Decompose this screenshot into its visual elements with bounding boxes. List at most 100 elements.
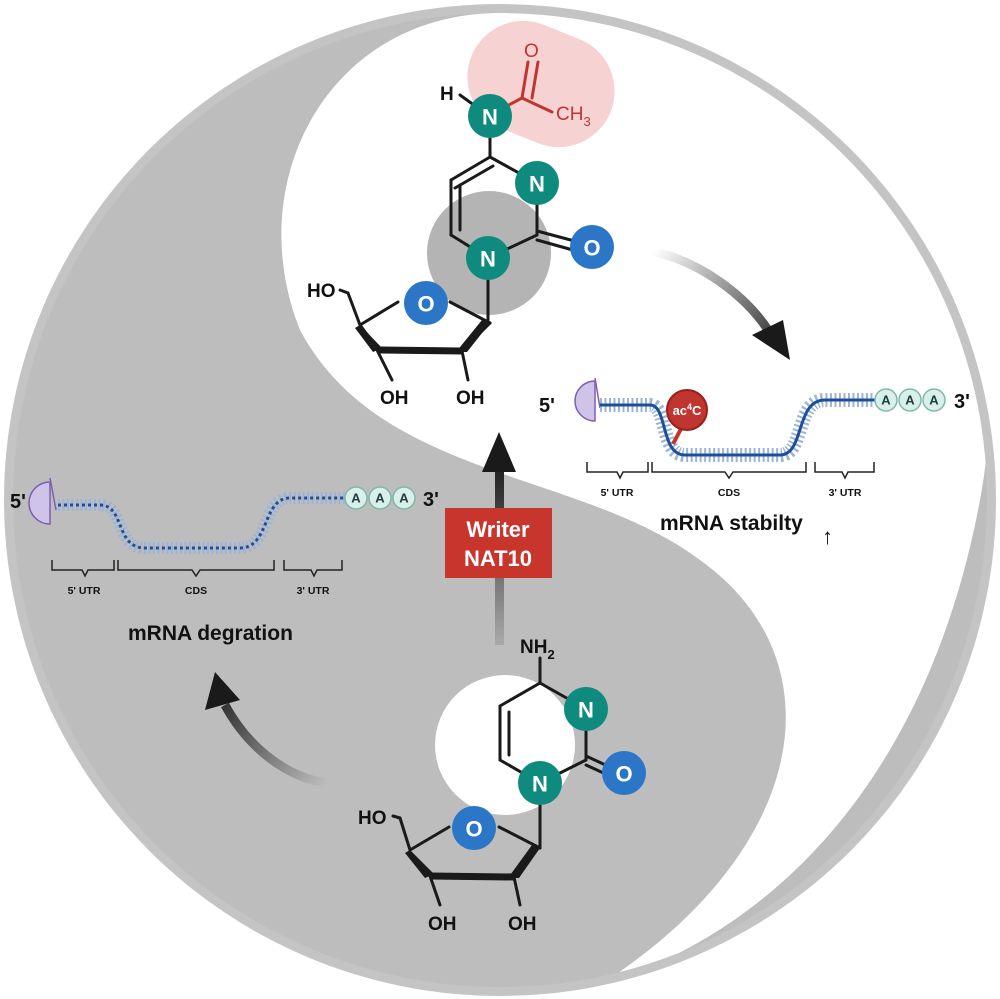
stability-caption: mRNA stabilty (660, 512, 803, 535)
bond (530, 60, 540, 100)
cap-line (594, 377, 601, 409)
mrna-strand (600, 398, 875, 457)
atom-label: O (583, 236, 600, 261)
polyA-letter: A (929, 393, 939, 408)
bond (346, 291, 362, 327)
atom-label: O (417, 292, 434, 317)
ac4c-nucleoside: N N N O O H O CH3 HO OH OH (307, 20, 615, 409)
sugar-oxygen-atom (404, 281, 448, 325)
hydroxyl-label: OH (456, 388, 485, 409)
hydroxyl-label: OH (508, 914, 537, 935)
hydroxyl-label: HO (307, 281, 336, 302)
atom-label: N (482, 105, 498, 130)
bond (408, 825, 451, 852)
writer-arrow: Writer NAT10 (445, 432, 552, 645)
polyA-letter: A (905, 393, 915, 408)
polyA-letter: A (351, 491, 361, 506)
atom-label: N (578, 698, 594, 723)
cap-icon (28, 481, 51, 525)
region-label: 3' UTR (829, 487, 862, 499)
polyA-bead (874, 388, 898, 412)
enzyme-name: NAT10 (464, 546, 532, 571)
region-label: CDS (718, 487, 740, 499)
atom-label: N (529, 172, 545, 197)
utr3-bracket (814, 462, 875, 480)
wedge-bond (355, 325, 382, 352)
five-prime-label: 5' (539, 395, 555, 417)
bond (398, 816, 412, 852)
utr5-bracket (586, 462, 649, 480)
region-label: 5' UTR (68, 585, 101, 597)
bond (428, 874, 442, 907)
polyA-bead (922, 388, 946, 412)
ac4c-text: ac (673, 403, 687, 418)
region-label: 3' UTR (297, 585, 330, 597)
degradation-caption: mRNA degration (128, 622, 293, 645)
hydroxyl-label: OH (380, 388, 409, 409)
cap-line (49, 477, 57, 511)
ring-nitrogen-atom (564, 687, 608, 731)
atom-label: N (532, 772, 548, 797)
bond (520, 96, 554, 114)
utr3-bracket (283, 560, 343, 578)
hydroxyl-label: HO (358, 808, 387, 829)
writer-box (445, 508, 552, 578)
atom-label: N (480, 247, 496, 272)
bond (376, 346, 463, 355)
bond (498, 681, 542, 708)
bond (460, 349, 470, 382)
polyA-bead (392, 486, 416, 510)
curved-arrow-right (653, 247, 772, 333)
atom-label: O (615, 762, 632, 787)
mrna-ticks (58, 492, 345, 554)
three-prime-label: 3' (954, 391, 970, 413)
wedge-bond (456, 320, 490, 352)
polyA-letter: A (375, 491, 385, 506)
cds-bracket (117, 560, 275, 578)
utr5-bracket (51, 560, 115, 578)
amine-text: NH (520, 637, 547, 658)
bond (497, 825, 542, 850)
bond (520, 60, 530, 100)
ring-nitrogen-atom (515, 161, 559, 205)
amine-subscript: 2 (547, 647, 554, 662)
curved-arrow-left (221, 702, 326, 788)
methyl-label: CH3 (556, 104, 591, 129)
three-prime-label: 3' (423, 489, 439, 511)
arrow-head-down-right-icon (752, 320, 790, 360)
ring-nitrogen-atom (518, 761, 562, 805)
bond (375, 348, 394, 382)
bond (512, 875, 522, 907)
sugar-oxygen-atom (452, 806, 496, 850)
five-prime-label: 5' (10, 491, 26, 513)
amine-nitrogen-atom (468, 94, 512, 138)
bond (391, 814, 402, 820)
polyA-bead (898, 388, 922, 412)
mrna-stable: 5' ac4C A A A 3' 5' UTR CDS 3' UTR mRNA … (539, 377, 970, 549)
wedge-bond (405, 850, 434, 878)
acetyl-oxygen-label: O (524, 41, 539, 62)
bond (358, 300, 400, 327)
ac4c-superscript: 4 (687, 402, 692, 412)
methyl-subscript: 3 (583, 114, 590, 129)
wedge-bond (508, 845, 540, 878)
arrow-head-up-icon (482, 432, 516, 472)
region-label: 5' UTR (601, 487, 634, 499)
bond (338, 288, 350, 295)
ac4c-mark-icon (666, 389, 708, 431)
arrow-head-up-left-icon (205, 672, 240, 710)
amine-label: NH2 (520, 637, 555, 662)
polyA-letter: A (399, 491, 409, 506)
ac4c-label: ac4C (673, 402, 702, 418)
polyA-bead (368, 486, 392, 510)
mrna-degraded: 5' A A A 3' 5' UTR CDS 3' UTR mRNA degra… (10, 477, 439, 645)
hydrogen-label: H (440, 84, 454, 105)
methyl-text: CH (556, 104, 583, 125)
bond (448, 300, 492, 325)
writer-label: Writer (466, 517, 530, 542)
ac4c-tail: C (692, 403, 702, 418)
carbonyl-oxygen-atom (602, 751, 646, 795)
cds-bracket (651, 462, 807, 480)
cytidine-nucleoside: N N O O NH2 HO OH OH (358, 637, 646, 935)
